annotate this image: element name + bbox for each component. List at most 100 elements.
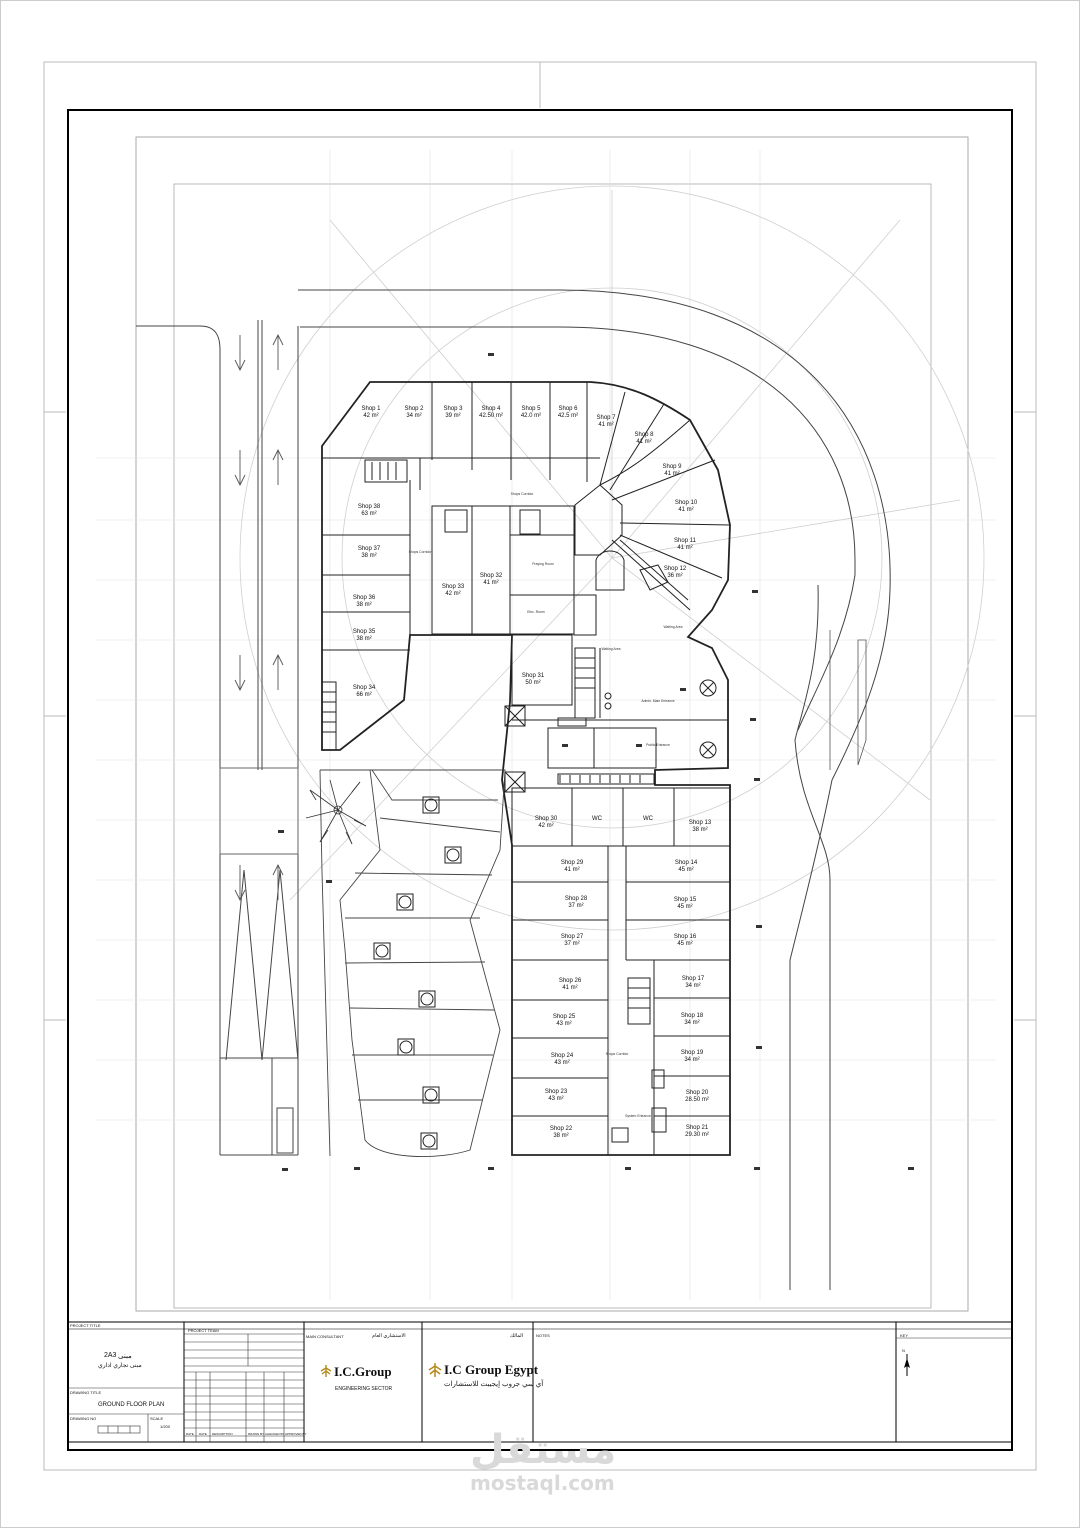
north-label: N — [902, 1348, 905, 1353]
shop-5-area: 42.0 m² — [521, 413, 541, 419]
shop-20-area: 28.50 m² — [685, 1097, 709, 1103]
title-block-fine-lines — [68, 1333, 1012, 1442]
firm2-sub-ar: آي سي جروب إيجيبت للاستشارات — [444, 1381, 544, 1388]
system-entrance-label: System Entrance — [625, 1114, 651, 1118]
team-col-approved-by: APPROVED BY — [285, 1432, 307, 1436]
admin-entrance-label: Admin. Main Entrance — [641, 699, 674, 703]
shop-31-area: 50 m² — [525, 680, 540, 686]
shop-labels-curve: Shop 8 41 m² Shop 9 41 m² Shop 10 41 m² … — [634, 432, 697, 579]
shop-10-name: Shop 10 — [675, 500, 698, 506]
project-code-ar: مبنى — [118, 1353, 132, 1360]
shop-16-area: 45 m² — [677, 941, 692, 947]
palm-tree-icon — [305, 779, 367, 845]
shop-23-area: 43 m² — [548, 1096, 563, 1102]
shop-labels-south-right: Shop 14 45 m² Shop 15 45 m² Shop 16 45 m… — [674, 860, 709, 1138]
shop-38-name: Shop 38 — [358, 504, 381, 510]
shop-38-area: 63 m² — [361, 511, 376, 517]
south-shop-block — [511, 787, 731, 1155]
wc-2-label: WC — [643, 816, 654, 822]
shop-27-name: Shop 27 — [561, 934, 584, 940]
shop-23-name: Shop 23 — [545, 1089, 568, 1095]
shop-35-name: Shop 35 — [353, 629, 376, 635]
shop-30-area: 42 m² — [538, 823, 553, 829]
shop-9-area: 41 m² — [664, 471, 679, 477]
shops-corridor-top-label: Shops Corridor — [511, 492, 535, 496]
shop-17-name: Shop 17 — [682, 976, 705, 982]
key-label: KEY — [900, 1333, 909, 1338]
shop-labels-south-left: Shop 29 41 m² Shop 28 37 m² Shop 27 37 m… — [545, 860, 588, 1139]
core-area — [431, 505, 728, 793]
team-col-drawn-by: DRAWN BY — [248, 1432, 265, 1436]
shop-2-name: Shop 2 — [404, 406, 424, 412]
shop-27-area: 37 m² — [564, 941, 579, 947]
shop-8-name: Shop 8 — [634, 432, 654, 438]
plot-boundary — [173, 183, 932, 1309]
geometry-guides — [239, 185, 985, 931]
shop-6-name: Shop 6 — [558, 406, 578, 412]
parking-court — [319, 769, 506, 1157]
shop-1-name: Shop 1 — [361, 406, 381, 412]
shop-13-area: 38 m² — [692, 827, 707, 833]
shop-33-area: 42 m² — [445, 591, 460, 597]
ic-group-logo — [320, 1364, 332, 1378]
construction-grid — [96, 150, 996, 1300]
firm1-sub: ENGINEERING SECTOR — [335, 1386, 393, 1392]
shop-19-area: 34 m² — [684, 1057, 699, 1063]
shop-22-area: 38 m² — [553, 1133, 568, 1139]
waiting-area-1-label: Waiting Area — [663, 625, 682, 629]
shop-labels-row30: Shop 30 42 m² WC WC Shop 13 38 m² — [535, 816, 712, 833]
shop-2-area: 34 m² — [406, 413, 421, 419]
scale-label: SCALE — [150, 1416, 164, 1421]
shop-29-area: 41 m² — [564, 867, 579, 873]
watermark-arabic: مستقل — [470, 1427, 617, 1473]
title-block — [68, 1321, 1012, 1443]
drawing-title: GROUND FLOOR PLAN — [98, 1402, 165, 1408]
team-col-checked-by: CHECKED BY — [265, 1432, 285, 1436]
level-markers — [278, 353, 914, 1171]
shop-7-name: Shop 7 — [596, 415, 616, 421]
shop-29-name: Shop 29 — [561, 860, 584, 866]
shops-corridor-south-label: Shops Corridor — [606, 1052, 630, 1056]
project-code: 2A3 — [104, 1352, 117, 1359]
shop-33-name: Shop 33 — [442, 584, 465, 590]
drawing-no-label: DRAWING NO — [70, 1416, 97, 1421]
shop-labels-north: Shop 1 42 m² Shop 2 34 m² Shop 3 39 m² S… — [361, 406, 616, 428]
west-road — [136, 320, 299, 1156]
shop-15-area: 45 m² — [677, 904, 692, 910]
shop-13-name: Shop 13 — [689, 820, 712, 826]
shop-12-area: 36 m² — [667, 573, 682, 579]
shop-14-name: Shop 14 — [675, 860, 698, 866]
praying-room-label: Praying Room — [532, 562, 554, 566]
scale-value: 1/200 — [160, 1424, 171, 1429]
shop-20-name: Shop 20 — [686, 1090, 709, 1096]
waiting-area-2-label: Waiting Area — [601, 647, 620, 651]
shop-15-name: Shop 15 — [674, 897, 697, 903]
shop-3-name: Shop 3 — [443, 406, 463, 412]
shop-1-area: 42 m² — [363, 413, 378, 419]
shop-16-name: Shop 16 — [674, 934, 697, 940]
shop-11-name: Shop 11 — [674, 538, 697, 544]
room-labels-small: Shops Corridor Shops Corridor Shops Corr… — [409, 492, 683, 1118]
shop-34-area: 66 m² — [356, 692, 371, 698]
project-title-label: PROJECT TITLE — [70, 1323, 101, 1328]
drawing-frame — [67, 109, 1013, 1451]
team-col-date-2: DATE — [199, 1432, 207, 1436]
team-col-description: DESCRIPTION — [212, 1432, 233, 1436]
shop-labels-core: Shop 33 42 m² Shop 32 41 m² Shop 31 50 m… — [442, 573, 545, 686]
project-name-ar: مبنى تجاري اداري — [98, 1363, 142, 1369]
shop-10-area: 41 m² — [678, 507, 693, 513]
consultant-label: MAIN CONSULTANT — [306, 1334, 344, 1339]
shop-4-name: Shop 4 — [481, 406, 501, 412]
shop-5-name: Shop 5 — [521, 406, 541, 412]
electric-room-label: Elec. Room — [527, 610, 545, 614]
curved-road — [298, 289, 891, 1290]
shop-22-name: Shop 22 — [550, 1126, 573, 1132]
shop-18-name: Shop 18 — [681, 1013, 704, 1019]
ic-group-egypt-logo — [428, 1362, 442, 1378]
watermark-latin: mostaql.com — [470, 1471, 615, 1495]
watermark: مستقل mostaql.com — [470, 1427, 617, 1495]
notes-label: NOTES — [536, 1333, 550, 1338]
wc-1-label: WC — [592, 816, 603, 822]
north-arrow-icon — [902, 1348, 912, 1378]
